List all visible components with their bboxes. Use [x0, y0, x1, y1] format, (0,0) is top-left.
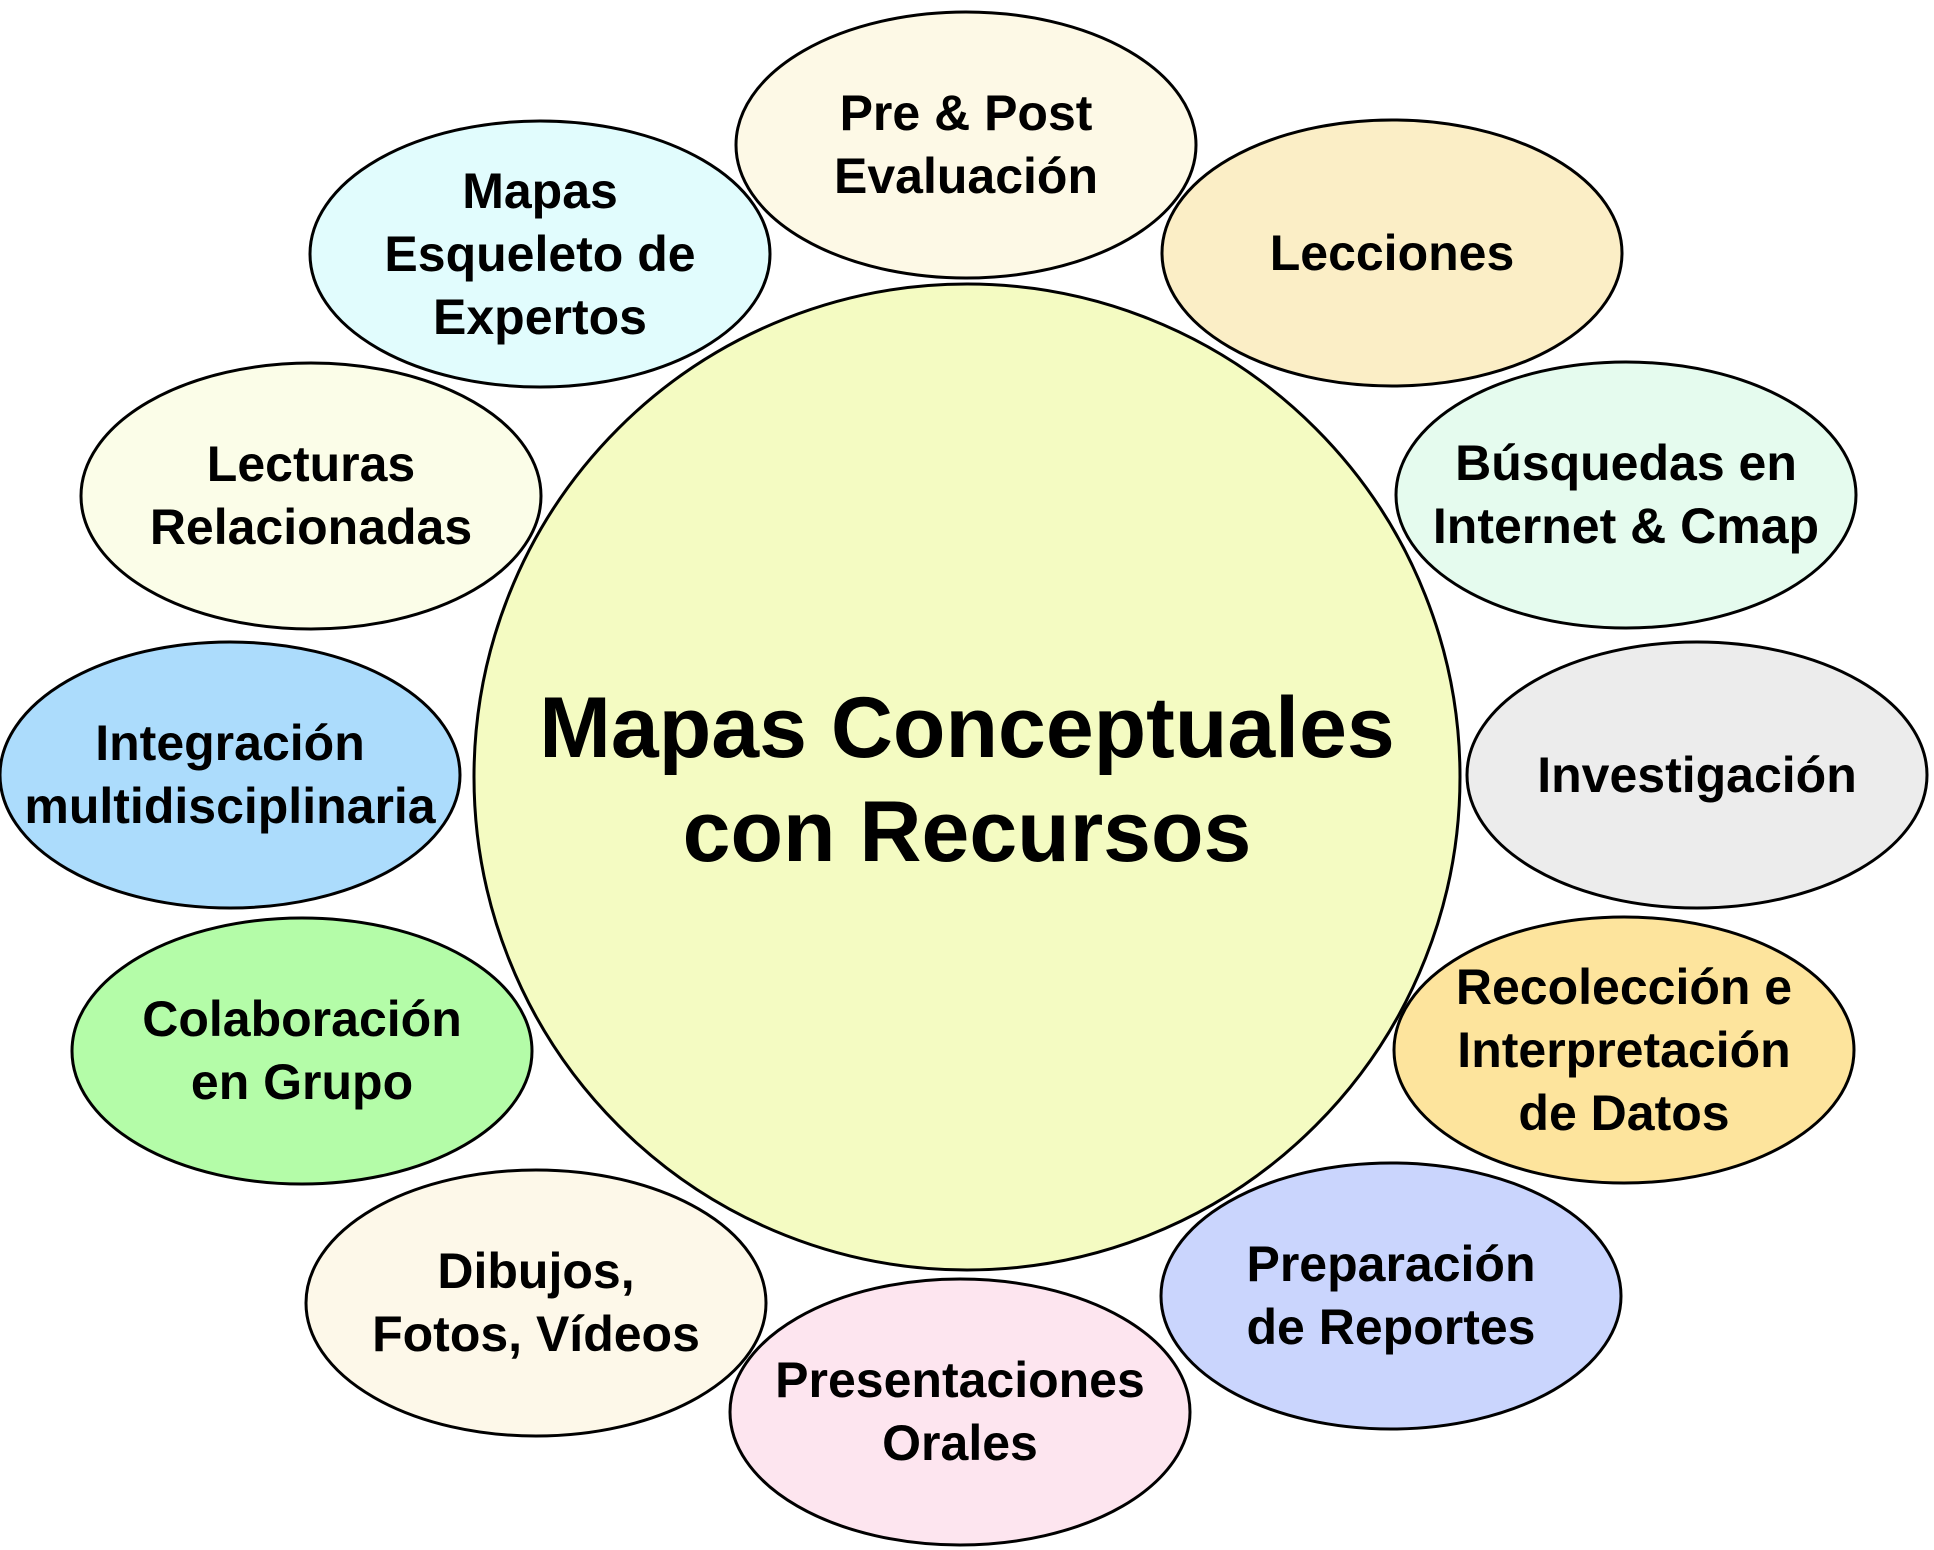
lecturas-line-1: Lecturas: [206, 436, 416, 492]
lecturas-ellipse: [79, 361, 543, 631]
recoleccion-line-3: de Datos: [1518, 1084, 1730, 1141]
colaboracion-ellipse: [70, 916, 534, 1186]
presentaciones-ellipse: [728, 1277, 1192, 1547]
colaboracion-label: Colaboración en Grupo: [52, 918, 552, 1184]
recoleccion-line-2: Interpretación: [1457, 1021, 1791, 1078]
lecciones-line-1: Lecciones: [1269, 224, 1515, 281]
pre-post-evaluacion-ellipse: [734, 10, 1198, 280]
pre-post-evaluacion-line-1: Pre & Post: [839, 85, 1093, 141]
integracion-line-2: multidisciplinaria: [24, 778, 436, 834]
investigacion-line-1: Investigación: [1537, 746, 1857, 803]
lecturas-line-2: Relacionadas: [149, 499, 473, 555]
mapas-esqueleto-line-1: Mapas: [462, 162, 618, 219]
investigacion-label: Investigación: [1447, 642, 1934, 908]
colaboracion-line-2: en Grupo: [190, 1054, 414, 1110]
dibujos-line-1: Dibujos,: [437, 1243, 635, 1299]
colaboracion-line-1: Colaboración: [142, 991, 462, 1047]
presentaciones-line-1: Presentaciones: [775, 1352, 1145, 1408]
presentaciones-line-2: Orales: [882, 1415, 1038, 1471]
lecciones-ellipse: [1160, 118, 1624, 388]
busquedas-line-2: Internet & Cmap: [1432, 498, 1820, 554]
recoleccion-label: Recolección e Interpretación de Datos: [1374, 917, 1874, 1183]
recoleccion-ellipse: [1392, 915, 1856, 1185]
center-title-line-1: Mapas Conceptuales: [539, 680, 1395, 776]
busquedas-label: Búsquedas en Internet & Cmap: [1376, 362, 1876, 628]
recoleccion-line-1: Recolección e: [1455, 958, 1793, 1015]
preparacion-ellipse: [1159, 1161, 1623, 1431]
busquedas-line-1: Búsquedas en: [1455, 435, 1797, 491]
mapas-esqueleto-line-2: Esqueleto de: [384, 225, 696, 282]
preparacion-label: Preparación de Reportes: [1141, 1163, 1641, 1429]
preparacion-line-1: Preparación: [1246, 1236, 1536, 1292]
preparacion-line-2: de Reportes: [1246, 1299, 1536, 1355]
integracion-label: Integración multidisciplinaria: [0, 642, 480, 908]
busquedas-ellipse: [1394, 360, 1858, 630]
dibujos-line-2: Fotos, Vídeos: [372, 1306, 700, 1362]
mapas-esqueleto-ellipse: [308, 119, 772, 389]
lecciones-label: Lecciones: [1142, 120, 1642, 386]
dibujos-ellipse: [304, 1168, 768, 1438]
center-title-line-2: con Recursos: [682, 784, 1252, 880]
integracion-ellipse: [0, 640, 462, 910]
mapas-esqueleto-line-3: Expertos: [433, 288, 647, 345]
dibujos-label: Dibujos, Fotos, Vídeos: [286, 1170, 786, 1436]
pre-post-evaluacion-line-2: Evaluación: [834, 148, 1098, 204]
integracion-line-1: Integración: [95, 715, 365, 771]
investigacion-ellipse: [1465, 640, 1929, 910]
center-circle: [472, 282, 1462, 1272]
